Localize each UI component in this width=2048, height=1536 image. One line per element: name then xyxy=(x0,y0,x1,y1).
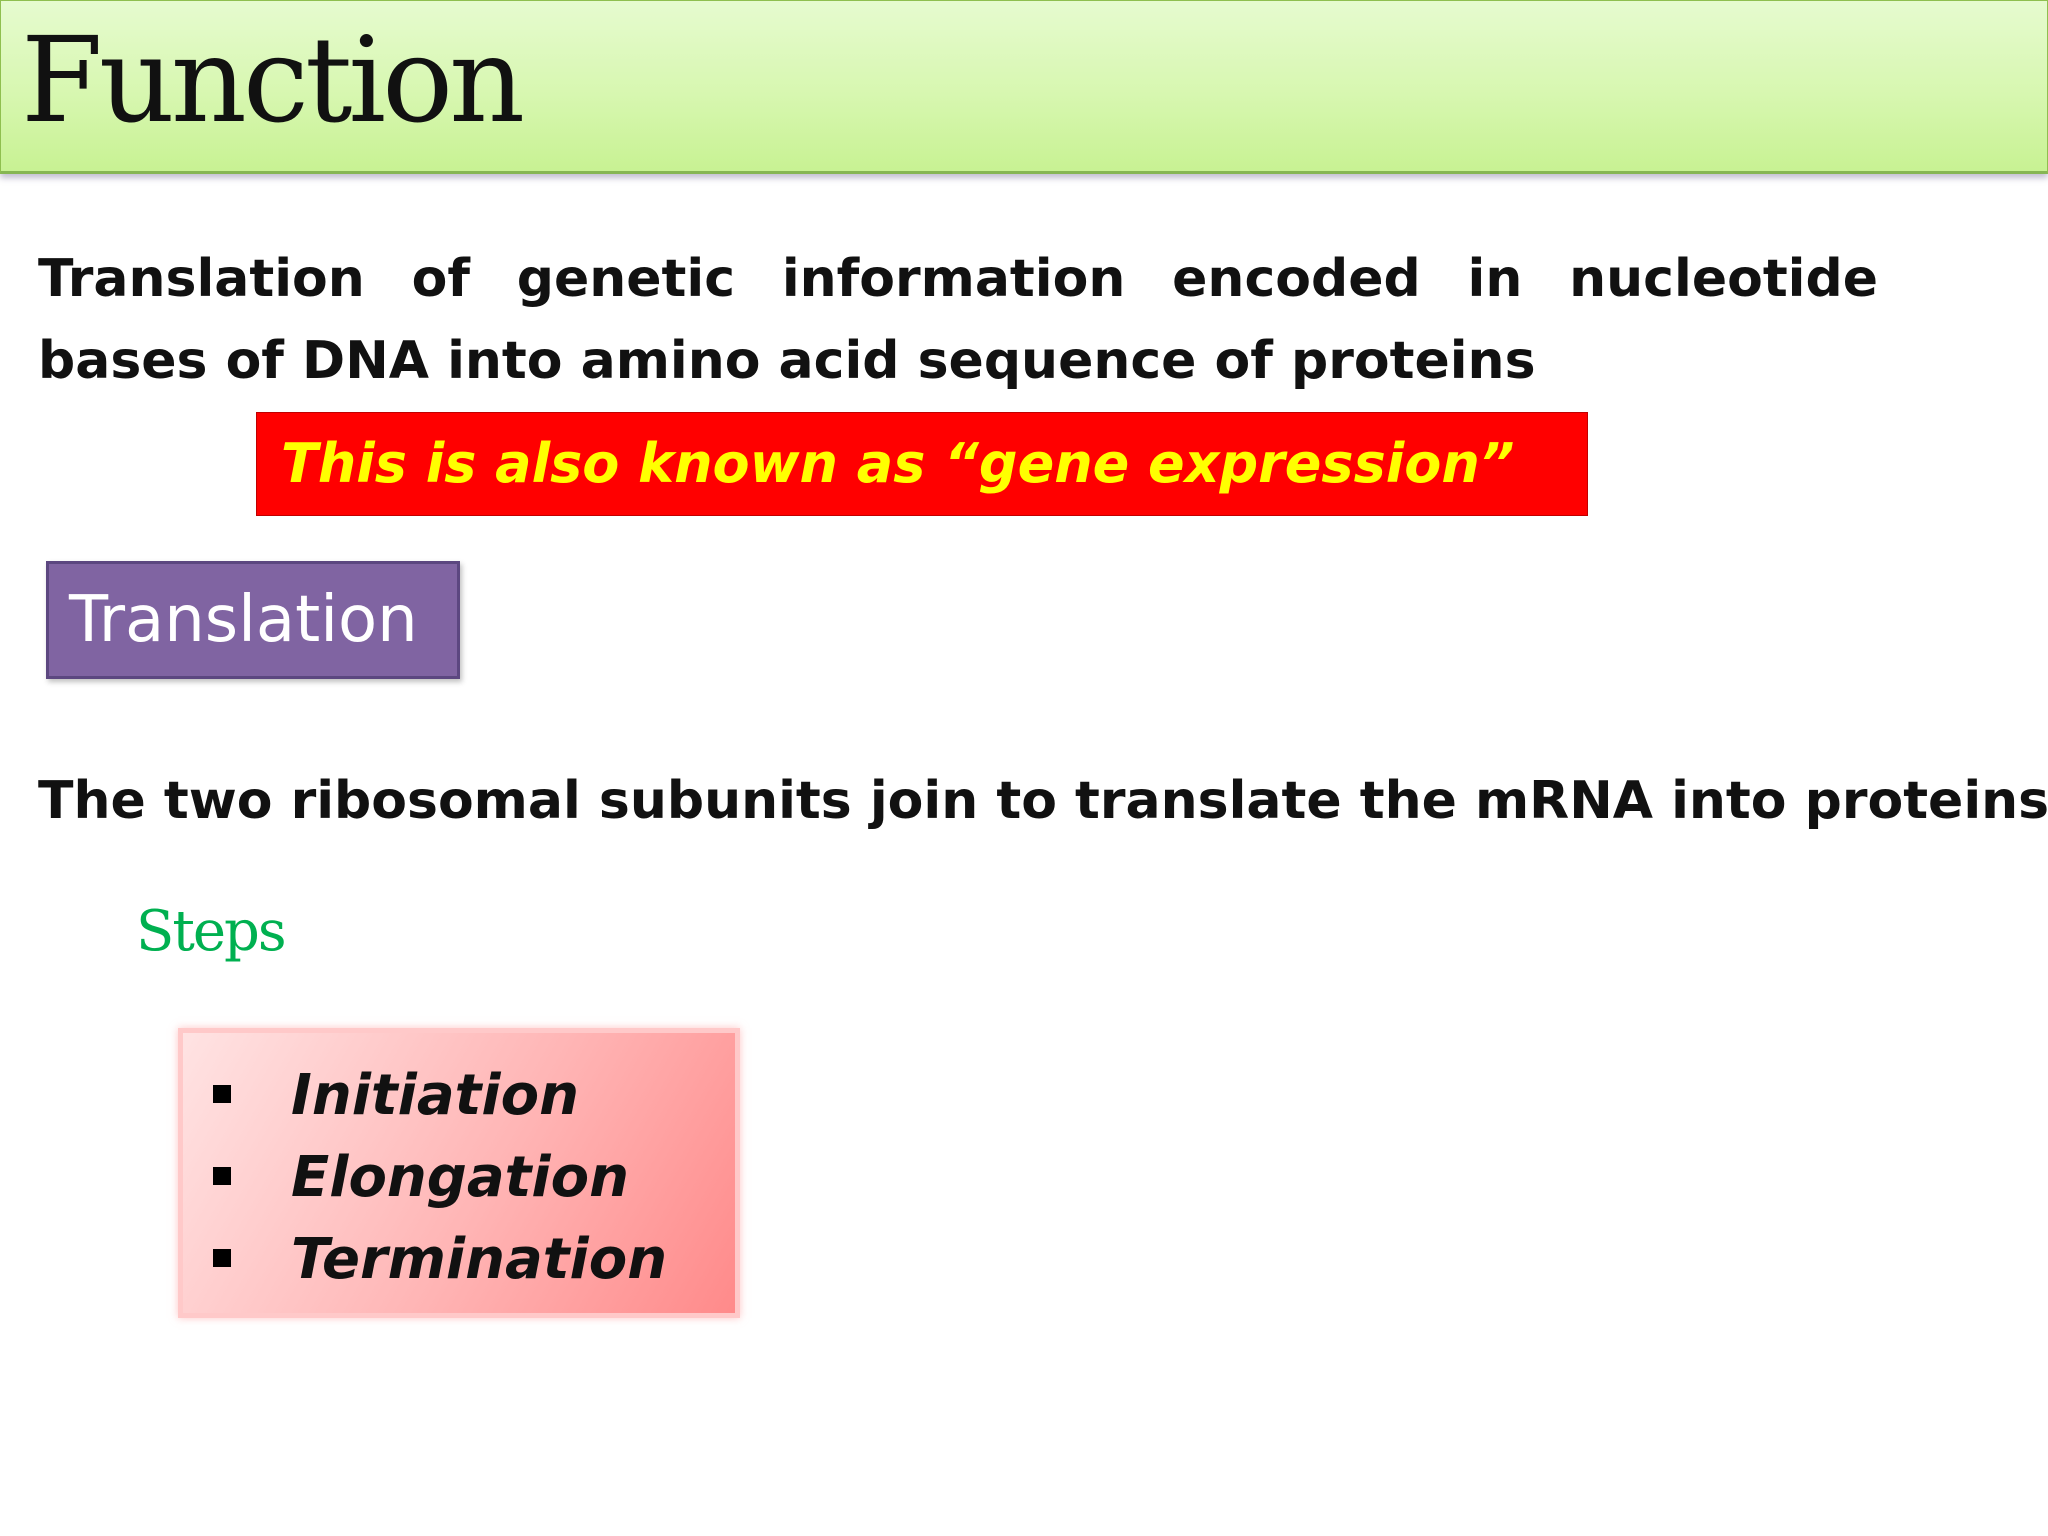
square-bullet-icon xyxy=(213,1085,231,1103)
ribosome-statement: The two ribosomal subunits join to trans… xyxy=(38,771,2048,831)
square-bullet-icon xyxy=(213,1249,231,1267)
slide-title: Function xyxy=(21,11,525,149)
translation-badge: Translation xyxy=(46,561,460,679)
step-label: Elongation xyxy=(291,1145,629,1210)
badge-label: Translation xyxy=(69,583,418,657)
steps-heading: Steps xyxy=(136,899,287,964)
steps-box: Initiation Elongation Termination xyxy=(178,1028,740,1318)
callout-text: This is also known as “gene expression” xyxy=(281,432,1515,495)
square-bullet-icon xyxy=(213,1167,231,1185)
step-label: Termination xyxy=(291,1227,668,1292)
intro-paragraph: Translation of genetic information encod… xyxy=(38,249,1878,391)
title-bar: Function xyxy=(0,0,2048,174)
step-label: Initiation xyxy=(291,1063,579,1128)
gene-expression-callout: This is also known as “gene expression” xyxy=(256,412,1588,516)
